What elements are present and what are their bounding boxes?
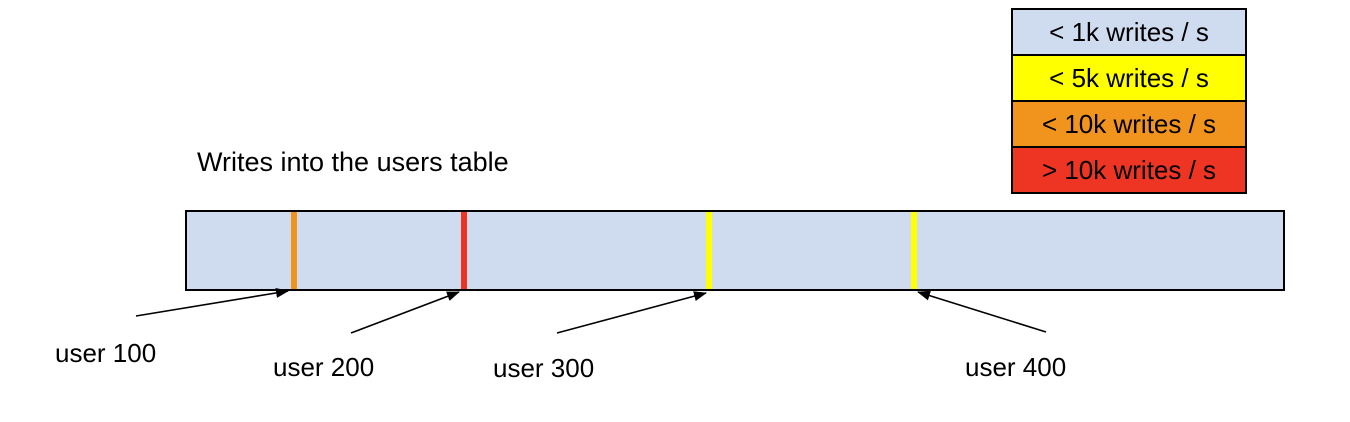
arrow-user-100 <box>135 288 289 317</box>
legend-item-lt-10k: < 10k writes / s <box>1011 100 1247 148</box>
hotspot-stripe-user-400 <box>911 212 917 289</box>
user-label-user-400: user 400 <box>965 352 1067 382</box>
legend-item-gt-10k: > 10k writes / s <box>1011 146 1247 194</box>
arrow-user-300 <box>556 291 707 334</box>
legend-item-lt-5k: < 5k writes / s <box>1011 54 1247 102</box>
diagram-title: Writes into the users table <box>197 147 509 177</box>
hotspot-stripe-user-100 <box>291 212 297 289</box>
legend: < 1k writes / s < 5k writes / s < 10k wr… <box>1011 8 1247 194</box>
legend-item-lt-1k: < 1k writes / s <box>1011 8 1247 56</box>
hotspot-stripe-user-200 <box>461 212 467 289</box>
user-label-user-200: user 200 <box>273 352 375 382</box>
arrow-user-400 <box>917 290 1047 333</box>
user-label-user-100: user 100 <box>55 338 157 368</box>
user-label-user-300: user 300 <box>493 353 595 383</box>
arrow-user-200 <box>350 291 460 334</box>
hotspot-stripe-user-300 <box>706 212 712 289</box>
users-table-bar <box>185 210 1285 291</box>
